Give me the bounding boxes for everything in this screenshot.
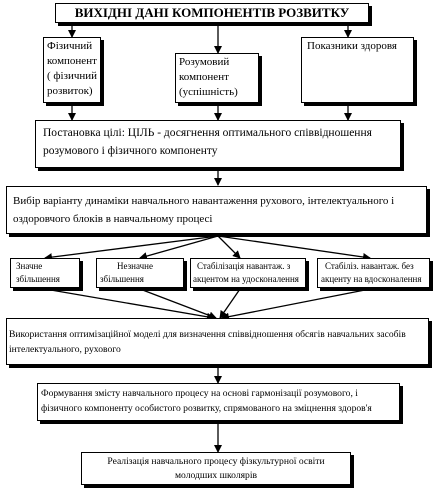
arrow-option-4-to-model — [221, 288, 371, 321]
mental-component-box: Розумовий компонент (успішність) — [175, 53, 259, 103]
arrow-option-1-to-model — [44, 288, 215, 321]
load-variant-choice-box: Вибір варіанту динаміки навчального нава… — [6, 186, 427, 234]
option-box-stabilization-with-accent: Стабілізація навантаж. з акцентом на удо… — [190, 258, 306, 288]
physical-line-1: Фізичний — [47, 40, 93, 52]
mental-line-2: компонент — [179, 71, 229, 83]
content-line-2: фізичного компоненту особистого розвитку… — [41, 403, 372, 414]
option-1-line-1: Значне — [16, 261, 43, 271]
physical-component-box: Фізичний компонент ( фізичний розвиток) — [43, 37, 101, 103]
option-box-stabilization-without-accent: Стабіліз. навантаж. без акценту на вдоск… — [317, 258, 430, 288]
title-text: ВИХІДНІ ДАНІ КОМПОНЕНТІВ РОЗВИТКУ — [74, 5, 350, 20]
option-4-line-1: Стабіліз. навантаж. без — [325, 261, 414, 271]
model-line-2: інтелектуального, рухового — [9, 344, 121, 355]
final-line-2: молодших школярів — [174, 470, 258, 481]
arrow-choice-to-option-4 — [217, 235, 371, 261]
choice-line-1: Вибір варіанту динаміки навчального нава… — [13, 195, 395, 207]
physical-line-4: розвиток) — [47, 85, 93, 97]
option-3-line-2: акцентом на удосконалення — [193, 274, 299, 284]
arrow-choice-to-option-1 — [44, 235, 219, 262]
model-line-1: Використання оптимізаційної моделі для в… — [9, 329, 406, 340]
content-line-1: Формування змісту навчального процесу на… — [41, 388, 358, 399]
title-box: ВИХІДНІ ДАНІ КОМПОНЕНТІВ РОЗВИТКУ — [55, 3, 369, 23]
health-line-1: Показники здоровя — [307, 40, 397, 52]
option-2-line-2: збільшення — [100, 274, 144, 284]
arrow-option-2-to-model — [139, 288, 217, 320]
option-box-slight-increase: Незначне збільшення — [96, 258, 184, 288]
mental-line-3: (успішність) — [179, 86, 238, 98]
goal-box: Постановка цілі: ЦІЛЬ - досягнення оптим… — [35, 120, 401, 168]
final-line-1: Реалізація навчального процесу фізкульту… — [107, 456, 325, 467]
option-4-line-2: акценту на вдосконалення — [321, 274, 422, 284]
goal-line-2: розумового і фізичного компоненту — [43, 145, 218, 157]
content-formation-box: Формування змісту навчального процесу на… — [37, 383, 400, 421]
implementation-box: Реалізація навчального процесу фізкульту… — [81, 452, 351, 485]
choice-line-2: оздоровчого блоків в навчальному процесі — [13, 213, 213, 225]
arrow-option-3-to-model — [219, 288, 241, 319]
arrow-choice-to-option-2 — [139, 235, 219, 260]
physical-line-2: компонент — [47, 55, 97, 67]
option-1-line-2: збільшення — [16, 274, 60, 284]
option-box-significant-increase: Значне збільшення — [10, 258, 80, 288]
physical-line-3: ( фізичний — [47, 70, 98, 82]
arrow-choice-to-option-3 — [217, 235, 241, 259]
mental-line-1: Розумовий — [179, 56, 230, 68]
option-3-line-1: Стабілізація навантаж. з — [197, 261, 291, 271]
option-2-line-1: Незначне — [117, 261, 153, 271]
goal-line-1: Постановка цілі: ЦІЛЬ - досягнення оптим… — [43, 127, 372, 139]
optimization-model-box: Використання оптимізаційної моделі для в… — [6, 318, 429, 365]
health-indicators-box: Показники здоровя — [301, 37, 414, 103]
